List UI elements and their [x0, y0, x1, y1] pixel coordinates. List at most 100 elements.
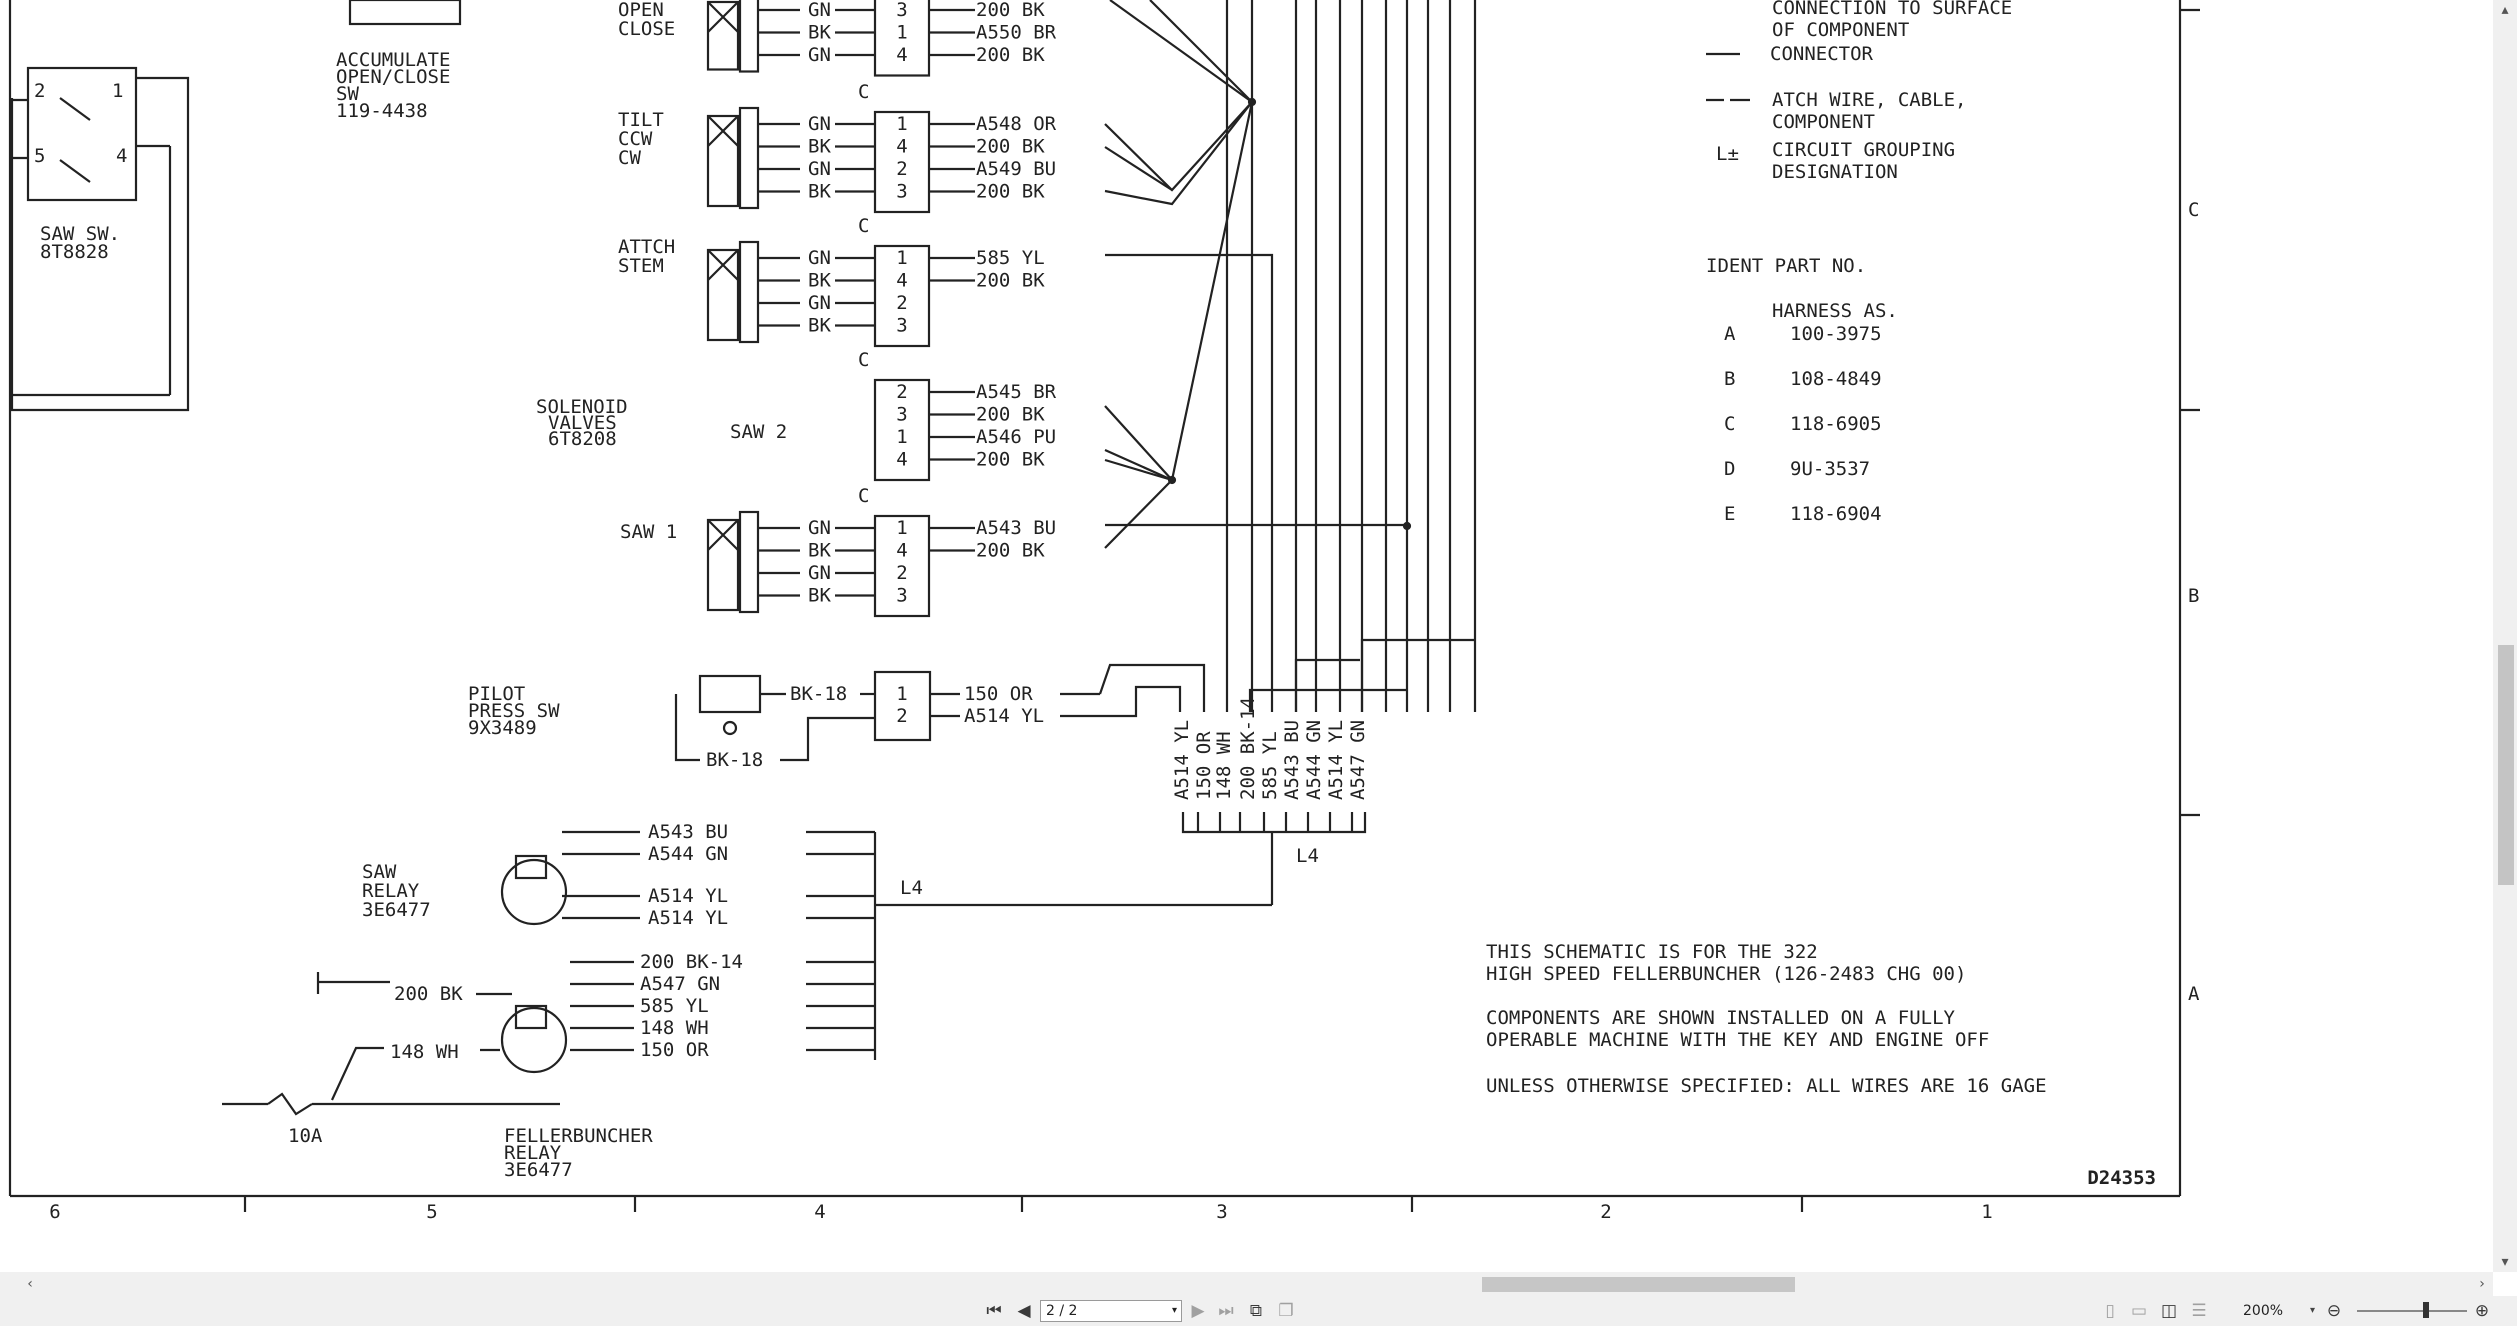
scroll-down-arrow[interactable]: ▾ [2501, 1254, 2509, 1270]
wire-label: A543 BU [976, 517, 1056, 539]
bundle-wire-label: 148 WH [1213, 731, 1235, 800]
last-page-icon[interactable]: ⏭ [1218, 1301, 1234, 1321]
bundle-wire-label: A514 YL [1325, 720, 1347, 800]
facing-continuous-icon[interactable]: ☰ [2191, 1301, 2207, 1321]
harness-wire [1110, 685, 1182, 718]
next-page-icon[interactable]: ▶ [1191, 1301, 1205, 1321]
chevron-down-icon[interactable]: ▾ [1171, 1305, 1177, 1316]
scroll-up-arrow[interactable]: ▴ [2501, 2, 2509, 18]
schematic-note: UNLESS OTHERWISE SPECIFIED: ALL WIRES AR… [1486, 1075, 2047, 1097]
cavity-label: 3 [896, 404, 907, 426]
component-label: RELAY [362, 880, 420, 902]
cavity-label: 2 [896, 381, 907, 403]
ident-header: IDENT PART NO. [1706, 255, 1866, 277]
junction-node [1167, 475, 1177, 485]
pilot-switch-box [698, 674, 762, 714]
solenoid-5 [706, 518, 740, 612]
page-number-value: 2 / 2 [1046, 1303, 1078, 1319]
bundle-wire-label: 585 YL [1259, 731, 1281, 800]
zoom-in-icon[interactable]: ⊕ [2474, 1301, 2490, 1321]
component-label: PILOT [468, 683, 525, 705]
cavity-label: 1 [896, 426, 907, 448]
relay-wire-label: A514 YL [648, 907, 728, 929]
wire-label: A545 BR [976, 381, 1057, 403]
copy-icon[interactable]: ⧉ [1249, 1301, 1263, 1321]
saw-relay-box [514, 854, 548, 880]
bundle-wire-label: A514 YL [1171, 720, 1193, 800]
zoom-dropdown-icon[interactable]: ▾ [2310, 1305, 2316, 1316]
solenoid-stem-1 [738, 0, 760, 73]
vertical-scroll-thumb[interactable] [2498, 645, 2514, 885]
zone-label: 5 [426, 1201, 437, 1223]
harness-diagonal [1104, 146, 1173, 191]
legend-text: COMPONENT [1772, 111, 1875, 133]
pin-label: BK [808, 315, 831, 337]
connector-2 [873, 110, 931, 214]
cavity-label: 1 [896, 22, 907, 44]
horizontal-scroll-thumb[interactable] [1482, 1277, 1795, 1292]
single-page-view-icon[interactable]: ▯ [2105, 1301, 2115, 1321]
zoom-slider[interactable] [2357, 1310, 2467, 1312]
cavity-label: 1 [896, 683, 907, 705]
component-label: CCW [618, 128, 653, 150]
bundle-wire [1294, 658, 1360, 712]
bundle-bracket [1181, 812, 1367, 834]
pin-label: BK-18 [706, 749, 763, 771]
scroll-left-arrow[interactable]: ‹ [27, 1276, 33, 1292]
continuous-view-icon[interactable]: ▭ [2130, 1301, 2148, 1321]
harness-diagonal [1104, 479, 1173, 549]
component-label: RELAY [504, 1142, 562, 1164]
pin-label: BK [808, 540, 831, 562]
component-label: 3E6477 [362, 899, 431, 921]
horizontal-scrollbar[interactable] [0, 1272, 2493, 1296]
zoom-out-icon[interactable]: ⊖ [2326, 1301, 2342, 1321]
ident-letter: C [1724, 413, 1735, 435]
pin-label: GN [808, 247, 831, 269]
harness-label: C [858, 485, 869, 507]
scroll-right-arrow[interactable]: › [2479, 1276, 2485, 1292]
relay-wire-label: A547 GN [640, 973, 720, 995]
switch-blade [59, 159, 91, 183]
cavity-label: 3 [896, 181, 907, 203]
previous-page-icon[interactable]: ◀ [1017, 1301, 1031, 1321]
bundle-wire-label: A544 GN [1303, 720, 1325, 800]
relay-wire-label: A544 GN [648, 843, 728, 865]
cavity-label: 3 [896, 0, 907, 21]
bundle-wire-label: 200 BK-14 [1237, 697, 1259, 800]
harness-label: C [858, 215, 869, 237]
ident-part: 118-6905 [1790, 413, 1882, 435]
zoom-slider-handle[interactable] [2423, 1302, 2429, 1318]
wire-label: A548 OR [976, 113, 1057, 135]
cavity-label: 3 [896, 585, 907, 607]
wire-label: 585 YL [976, 247, 1045, 269]
zone-label: B [2188, 585, 2199, 607]
saw-switch-box [26, 66, 138, 202]
wire-label: 200 BK [976, 270, 1045, 292]
cavity-label: 2 [896, 562, 907, 584]
vertical-scrollbar[interactable] [2493, 0, 2517, 1272]
pin-label: GN [808, 158, 831, 180]
legend-text: DESIGNATION [1772, 161, 1898, 183]
harness-diagonal [1104, 101, 1253, 192]
pin-label: BK [808, 22, 831, 44]
wire-label: A546 PU [976, 426, 1056, 448]
two-page-view-icon[interactable]: ◫ [2160, 1301, 2178, 1321]
bundle-wire-label: A547 GN [1347, 720, 1369, 800]
paste-icon[interactable]: ❐ [1278, 1301, 1294, 1321]
component-label: ATTCH [618, 236, 675, 258]
legend-text: ATCH WIRE, CABLE, [1772, 89, 1966, 111]
connector-4 [873, 378, 931, 482]
pin-label: GN [808, 113, 831, 135]
harness-diagonal [1104, 448, 1173, 482]
first-page-icon[interactable]: ⏮ [986, 1301, 1002, 1321]
component-label: 9X3489 [468, 717, 537, 739]
wire-label: 200 BK [976, 540, 1045, 562]
bundle-wire-label: A543 BU [1281, 720, 1303, 800]
relay-wire-label: A514 YL [648, 885, 728, 907]
zoom-level[interactable]: 200% [2243, 1303, 2284, 1319]
page-number-field[interactable]: 2 / 2 ▾ [1040, 1300, 1182, 1322]
cavity-label: 4 [896, 449, 907, 471]
accumulate-switch-label: SW [336, 83, 359, 105]
bundle-wire-label: 150 OR [1193, 731, 1215, 800]
